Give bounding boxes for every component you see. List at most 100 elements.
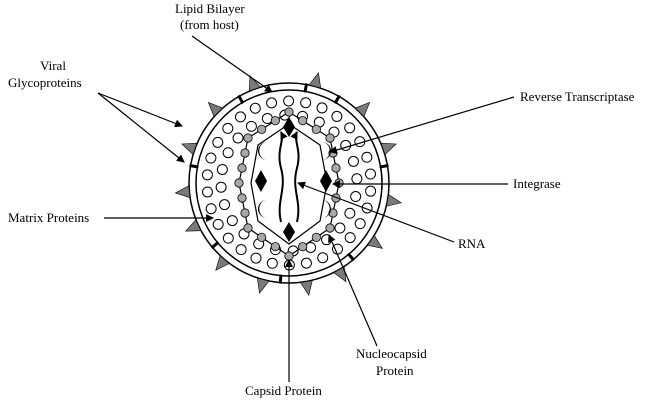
matrix-protein <box>261 113 273 125</box>
glycoprotein-spike <box>299 280 313 297</box>
capsid-protein-dot <box>311 124 321 134</box>
capsid-protein-dot <box>298 116 308 126</box>
label-capsid-protein: Capsid Protein <box>245 383 322 398</box>
matrix-protein <box>232 132 244 144</box>
label-lipid-bilayer-line2: (from host) <box>180 17 239 32</box>
matrix-protein <box>212 136 224 148</box>
integrase-diamond <box>320 170 332 192</box>
matrix-protein <box>201 169 213 181</box>
matrix-protein <box>365 168 377 180</box>
matrix-protein <box>365 185 377 197</box>
matrix-protein <box>361 151 373 163</box>
glycoprotein-spike <box>256 277 270 294</box>
matrix-protein <box>205 203 217 215</box>
reverse-transcriptase-crescent <box>258 142 267 160</box>
integrase-diamond <box>283 222 295 242</box>
transmembrane-protein <box>210 240 220 250</box>
capsid-protein-dot <box>311 232 321 242</box>
capsid-protein-dot <box>298 242 308 252</box>
glycoprotein-spike <box>215 255 230 271</box>
label-viral-glycoproteins-line2: Glycoproteins <box>8 75 82 90</box>
matrix-protein <box>266 97 278 109</box>
matrix-protein <box>234 111 246 123</box>
matrix-protein <box>245 120 257 132</box>
capsid-inner-outline <box>250 123 328 245</box>
pointer-viral-glycoproteins-a <box>97 92 183 128</box>
capsid-protein-dot <box>325 223 335 233</box>
glycoprotein-spike <box>308 72 322 89</box>
transmembrane-protein <box>346 252 356 262</box>
matrix-protein <box>222 232 234 244</box>
transmembrane-protein <box>333 94 341 105</box>
matrix-protein <box>222 147 234 159</box>
glycoprotein-spike <box>184 219 202 232</box>
matrix-protein <box>205 152 217 164</box>
pointer-lipid-bilayer <box>191 35 273 93</box>
matrix-protein <box>219 199 231 211</box>
capsid-protein-dot <box>284 251 294 261</box>
matrix-protein <box>212 218 224 230</box>
matrix-protein <box>351 173 363 185</box>
matrix-protein <box>331 110 343 122</box>
reverse-transcriptase-crescent <box>322 142 331 160</box>
matrix-protein <box>344 232 356 244</box>
pointer-viral-glycoproteins-b <box>97 92 185 163</box>
capsid-protein-dot <box>328 208 338 218</box>
matrix-protein <box>344 122 356 134</box>
glycoprotein-spike <box>366 234 384 249</box>
transmembrane-protein <box>237 94 245 105</box>
glycoprotein-spike <box>333 266 347 283</box>
matrix-protein <box>317 252 329 264</box>
matrix-protein <box>250 252 262 264</box>
label-reverse-transcriptase: Reverse Transcriptase <box>520 89 635 104</box>
matrix-protein <box>216 163 228 175</box>
capsid-protein-dot <box>270 116 280 126</box>
capsid-protein-dot <box>257 232 267 242</box>
glycoprotein-spike <box>207 101 224 118</box>
capsid-protein-dot <box>240 148 250 158</box>
capsid-protein-dot <box>243 223 253 233</box>
capsid-protein-dot <box>237 193 247 203</box>
glycoprotein-spike <box>354 101 371 118</box>
glycoprotein-spike <box>380 142 397 155</box>
matrix-protein <box>266 257 278 269</box>
matrix-protein <box>334 222 346 234</box>
matrix-protein <box>300 97 312 109</box>
transmembrane-protein <box>303 83 309 93</box>
label-nucleocapsid-line2: Protein <box>376 363 414 378</box>
matrix-protein <box>235 244 247 256</box>
glycoprotein-spike <box>248 75 261 92</box>
reverse-transcriptase-crescent <box>322 200 331 218</box>
rna-strand <box>290 131 300 223</box>
glycoprotein-spike <box>181 142 198 155</box>
glycoprotein-spike <box>386 193 403 207</box>
label-lipid-bilayer-line1: Lipid Bilayer <box>175 1 245 16</box>
capsid-protein-dot <box>240 208 250 218</box>
matrix-protein <box>347 155 359 167</box>
pointer-nucleocapsid <box>328 234 378 347</box>
matrix-protein <box>283 95 295 107</box>
matrix-protein <box>354 218 366 230</box>
matrix-protein <box>350 191 362 203</box>
integrase-diamond <box>255 170 267 192</box>
matrix-protein <box>215 181 227 193</box>
capsid-protein-dot <box>270 242 280 252</box>
rna-strand <box>278 131 288 223</box>
matrix-protein <box>226 215 238 227</box>
label-viral-glycoproteins-line1: Viral <box>40 58 66 73</box>
pointer-rna <box>297 181 455 243</box>
transmembrane-protein <box>189 163 199 169</box>
matrix-protein <box>222 122 234 134</box>
capsid-protein-dot <box>234 178 244 188</box>
capsid-protein-dot <box>243 133 253 143</box>
matrix-protein <box>344 207 356 219</box>
capsid-protein-dot <box>325 133 335 143</box>
matrix-protein <box>249 102 261 114</box>
capsid-protein-dot <box>284 107 294 117</box>
label-rna: RNA <box>458 236 486 251</box>
capsid-protein-dot <box>257 124 267 134</box>
matrix-protein <box>300 257 312 269</box>
glycoprotein-spikes <box>174 72 403 297</box>
